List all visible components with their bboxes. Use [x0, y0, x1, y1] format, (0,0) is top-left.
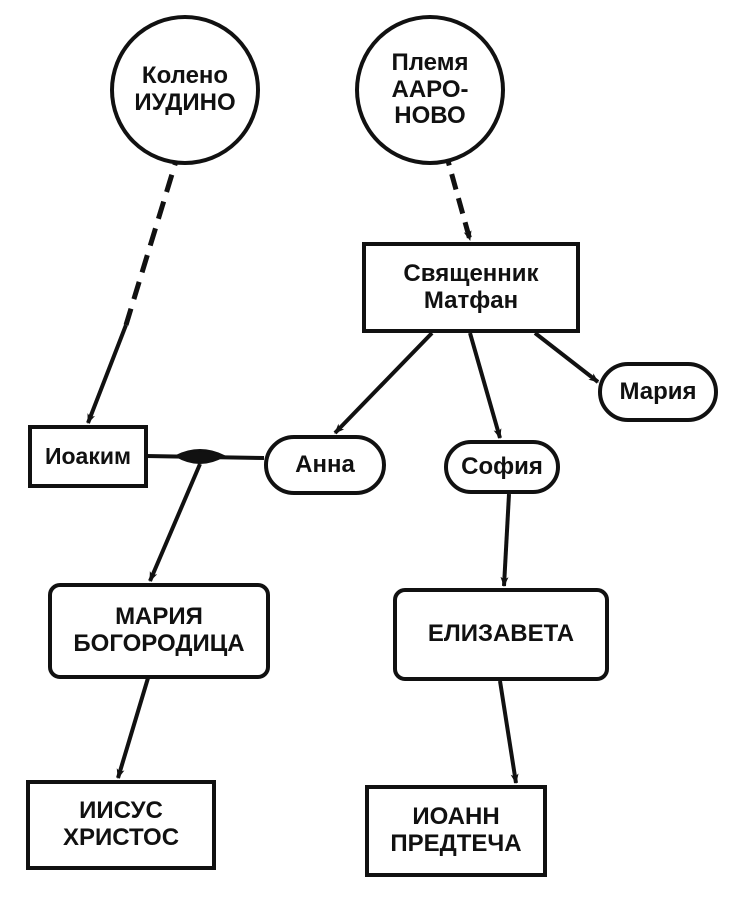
edge-elizabeth-to-john [498, 680, 519, 784]
node-john-the-baptist[interactable]: ИОАНН ПРЕДТЕЧА [365, 785, 547, 877]
edge-matthan-to-sophia [468, 332, 502, 439]
node-label-line: Племя [391, 48, 469, 76]
node-anna[interactable]: Анна [264, 435, 386, 495]
edge-theotokos-to-jesus [116, 677, 150, 779]
node-label-line: БОГОРОДИЦА [73, 630, 245, 657]
node-label-line: Анна [295, 450, 355, 478]
edge-matthan-to-anna [333, 331, 434, 435]
node-priest-matthan[interactable]: Священник Матфан [362, 242, 580, 333]
edge-marriage-to-theotokos [148, 463, 202, 582]
marriage-diamond [173, 449, 227, 464]
edge-sophia-to-elizabeth [500, 493, 511, 587]
edge-judah-to-joachim-dashed [123, 147, 183, 326]
node-label-line: НОВО [394, 102, 466, 130]
node-label-line: ХРИСТОС [62, 824, 180, 851]
node-label-line: ПРЕДТЕЧА [390, 830, 522, 857]
node-label-line: Священник [403, 259, 539, 287]
node-label-line: ИИСУС [79, 797, 163, 825]
node-tribe-of-aaron[interactable]: Племя ААРО- НОВО [355, 15, 505, 165]
node-label-line: ИУДИНО [134, 89, 236, 116]
node-label-line: Колено [141, 62, 229, 90]
node-label-line: ЕЛИЗАВЕТА [427, 620, 575, 648]
node-label-line: ИОАНН [412, 803, 500, 831]
node-label-line: София [461, 452, 543, 480]
edge-matthan-to-maria [533, 331, 600, 384]
node-maria[interactable]: Мария [598, 362, 718, 422]
node-joachim[interactable]: Иоаким [28, 425, 148, 488]
node-label-line: МАРИЯ [115, 603, 203, 631]
node-label-line: Мария [619, 377, 697, 405]
node-tribe-of-judah[interactable]: Колено ИУДИНО [110, 15, 260, 165]
node-jesus-christ[interactable]: ИИСУС ХРИСТОС [26, 780, 216, 870]
edge-aaron-to-matthan [442, 149, 473, 241]
node-sophia[interactable]: София [444, 440, 560, 494]
node-label-line: Иоаким [44, 442, 132, 469]
node-label-line: ААРО- [391, 75, 469, 103]
node-label-line: Матфан [423, 286, 519, 314]
node-virgin-mary[interactable]: МАРИЯ БОГОРОДИЦА [48, 583, 270, 679]
node-elizabeth[interactable]: ЕЛИЗАВЕТА [393, 588, 609, 681]
edge-judah-to-joachim-solid [86, 324, 128, 424]
